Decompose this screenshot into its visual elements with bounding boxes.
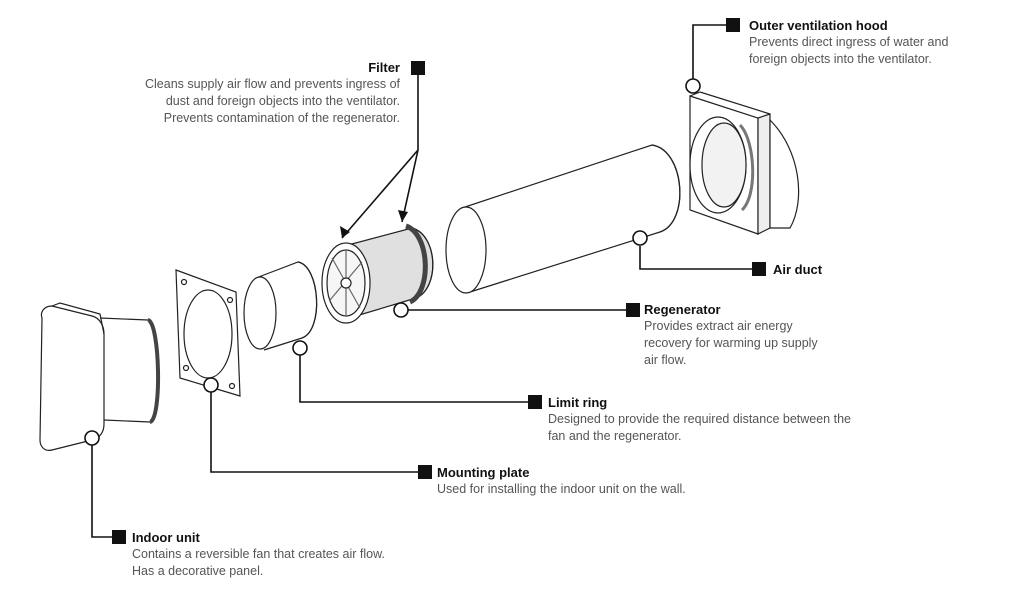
leader-outer-hood	[692, 24, 728, 86]
marker-limit-ring	[292, 340, 308, 356]
indoor-unit-title: Indoor unit	[132, 530, 200, 545]
leader-air-duct	[639, 246, 756, 270]
leader-mounting-plate	[210, 392, 420, 473]
mounting-plate-drawing	[175, 269, 241, 397]
marker-regenerator	[393, 302, 409, 318]
filter-arrow-right	[401, 149, 419, 223]
filter-description: Cleans supply air flow and prevents ingr…	[145, 77, 400, 125]
label-air-duct: Air duct	[773, 261, 822, 278]
square-indoor-unit	[112, 530, 126, 544]
regenerator-title: Regenerator	[644, 302, 721, 317]
mounting-plate-description: Used for installing the indoor unit on t…	[437, 482, 686, 496]
square-limit-ring	[528, 395, 542, 409]
square-outer-hood	[726, 18, 740, 32]
leader-lines	[91, 24, 756, 538]
label-filter: Filter Cleans supply air flow and preven…	[145, 59, 400, 127]
limit-ring-description: Designed to provide the required distanc…	[548, 412, 851, 443]
filter-arrowhead-left	[340, 226, 350, 238]
square-regenerator	[626, 303, 640, 317]
regenerator-drawing	[321, 223, 434, 324]
outer-ventilation-hood-drawing	[689, 91, 800, 235]
label-limit-ring: Limit ring Designed to provide the requi…	[548, 394, 851, 445]
marker-air-duct	[632, 230, 648, 246]
mounting-plate-title: Mounting plate	[437, 465, 530, 480]
air-duct-title: Air duct	[773, 262, 823, 277]
filter-arrow-left	[341, 149, 419, 239]
marker-outer-hood	[685, 78, 701, 94]
leader-indoor-unit	[91, 445, 114, 538]
square-mounting-plate	[418, 465, 432, 479]
square-filter	[411, 61, 425, 75]
filter-title: Filter	[368, 60, 400, 75]
label-mounting-plate: Mounting plate Used for installing the i…	[437, 464, 686, 498]
outer-hood-description: Prevents direct ingress of water and for…	[749, 35, 949, 66]
air-duct-drawing	[445, 144, 681, 294]
filter-arrowhead-right	[398, 210, 408, 222]
marker-mounting-plate	[203, 377, 219, 393]
label-indoor-unit: Indoor unit Contains a reversible fan th…	[132, 529, 385, 580]
marker-indoor-unit	[84, 430, 100, 446]
label-outer-ventilation-hood: Outer ventilation hood Prevents direct i…	[749, 17, 948, 68]
limit-ring-title: Limit ring	[548, 395, 608, 410]
indoor-unit-description: Contains a reversible fan that creates a…	[132, 547, 385, 578]
indoor-unit-drawing	[39, 302, 160, 451]
outer-hood-title: Outer ventilation hood	[749, 18, 888, 33]
regenerator-description: Provides extract air energy recovery for…	[644, 319, 818, 367]
label-regenerator: Regenerator Provides extract air energy …	[644, 301, 818, 369]
square-air-duct	[752, 262, 766, 276]
leader-limit-ring	[299, 355, 530, 403]
limit-ring-drawing	[243, 261, 318, 351]
